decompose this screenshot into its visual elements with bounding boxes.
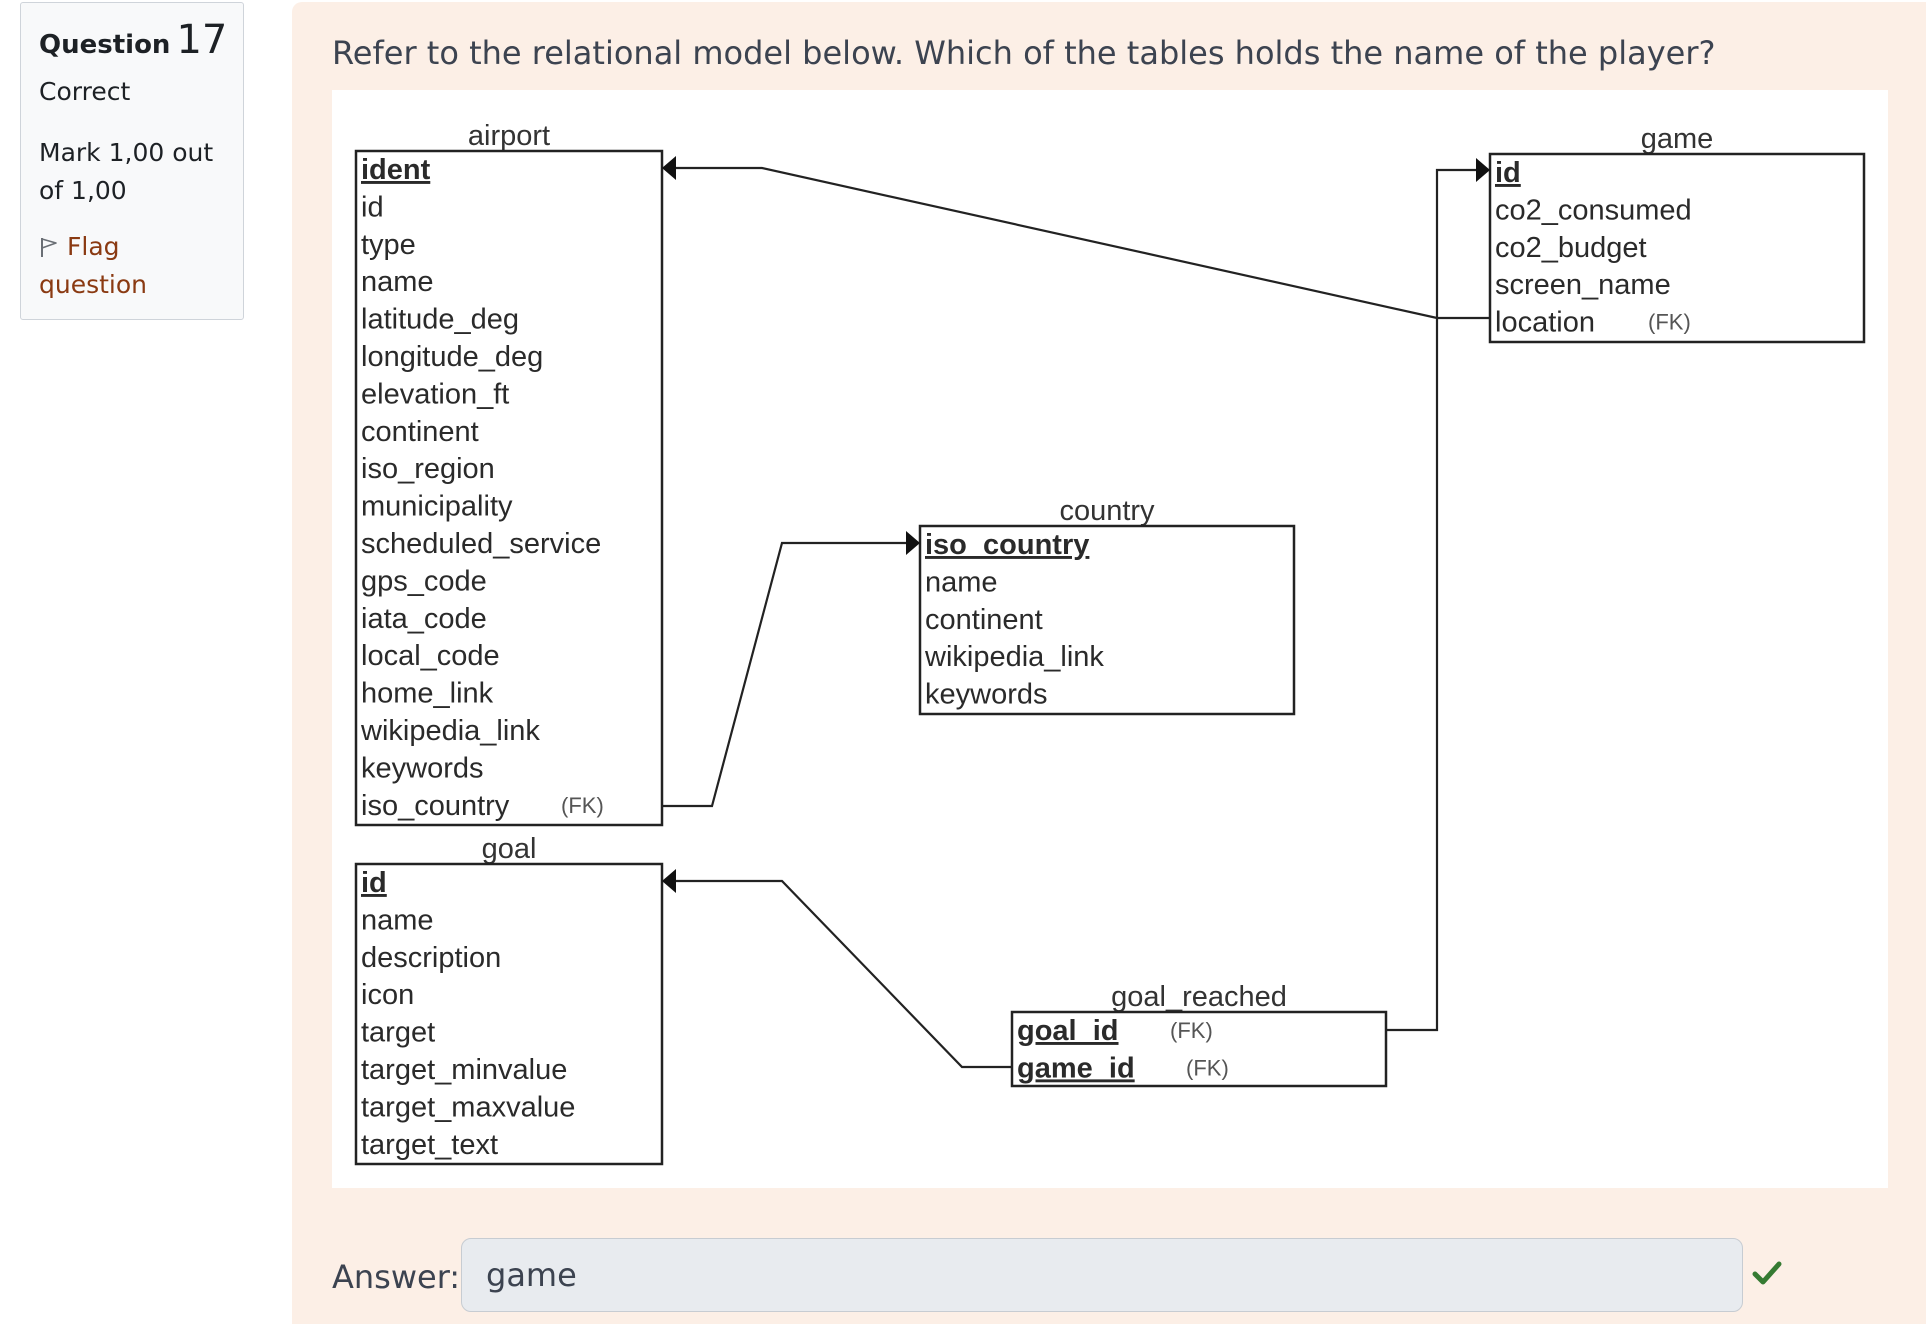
table-field: local_code <box>361 640 500 672</box>
table-field: name <box>925 566 998 598</box>
table-field: home_link <box>361 678 494 710</box>
table-field: co2_budget <box>1495 232 1647 264</box>
table-field: target_minvalue <box>361 1054 567 1086</box>
table-field: iso_region <box>361 453 495 485</box>
table-field: type <box>361 229 416 261</box>
arrowhead <box>906 531 920 555</box>
table-field: screen_name <box>1495 269 1671 301</box>
table-field: id <box>361 191 384 223</box>
table-field: gps_code <box>361 565 487 597</box>
table-field: continent <box>361 416 479 448</box>
flag-question-link[interactable]: Flag question <box>39 228 229 304</box>
table-field: longitude_deg <box>361 341 543 373</box>
rel-goal-reached-game <box>1386 158 1490 1032</box>
rel-goal-reached-goal <box>662 869 1012 1069</box>
table-field: id <box>1495 157 1521 189</box>
table-box <box>1488 152 1866 344</box>
rel-game-location-airport-ident <box>662 156 1490 320</box>
table-title: game <box>1641 123 1714 155</box>
question-grade: Mark 1,00 out of 1,00 <box>39 138 214 205</box>
fk-marker: (FK) <box>1170 1018 1213 1043</box>
table-field: wikipedia_link <box>924 641 1104 673</box>
table-game: game id co2_consumed co2_budget screen_namel… <box>1488 123 1866 344</box>
arrowhead <box>662 869 676 893</box>
table-field: target_maxvalue <box>361 1091 575 1123</box>
table-box <box>354 149 664 827</box>
table-title: airport <box>468 120 550 152</box>
rel-airport-country <box>662 531 920 808</box>
question-state: Correct <box>39 77 131 106</box>
table-field: continent <box>925 604 1043 636</box>
erd-svg: airport ident id type name latitude_deglongit… <box>354 120 1866 1166</box>
question-formulation: Refer to the relational model below. Whi… <box>292 2 1926 1324</box>
table-field: description <box>361 942 501 974</box>
table-field: name <box>361 266 434 298</box>
question-label: Question <box>39 30 171 60</box>
table-field: goal_id <box>1017 1015 1119 1047</box>
flag-icon <box>41 238 57 257</box>
table-field: iso_country <box>361 790 510 822</box>
table-field: wikipedia_link <box>360 715 540 747</box>
answer-label: Answer: <box>332 1258 461 1296</box>
table-box <box>918 524 1296 716</box>
table-field: co2_consumed <box>1495 194 1692 226</box>
fk-marker: (FK) <box>1186 1055 1229 1080</box>
table-field: game_id <box>1017 1052 1135 1084</box>
answer-input[interactable] <box>461 1238 1743 1312</box>
table-field: keywords <box>361 752 484 784</box>
table-field: scheduled_service <box>361 528 601 560</box>
question-text: Refer to the relational model below. Whi… <box>332 34 1716 72</box>
table-field: iata_code <box>361 603 487 635</box>
table-goal: goal id name description icon target target_mi… <box>354 833 664 1166</box>
table-field: target <box>361 1017 435 1049</box>
table-field: municipality <box>361 491 513 523</box>
answer-row: Answer: <box>332 1238 1892 1314</box>
check-icon <box>1752 1261 1782 1285</box>
table-field: target_text <box>361 1129 498 1161</box>
table-field: name <box>361 904 434 936</box>
table-title: goal <box>482 833 537 865</box>
arrowhead <box>662 156 676 180</box>
question-number-value: 17 <box>176 17 228 63</box>
fk-marker: (FK) <box>561 793 604 818</box>
table-title: country <box>1059 495 1155 527</box>
table-airport: airport ident id type name latitude_deglongit… <box>354 120 664 827</box>
table-field: ident <box>361 154 431 186</box>
table-field: latitude_deg <box>361 304 519 336</box>
table-field: icon <box>361 979 414 1011</box>
table-box <box>354 862 664 1166</box>
table-field: elevation_ft <box>361 378 509 410</box>
table-field: keywords <box>925 679 1048 711</box>
fk-marker: (FK) <box>1648 310 1691 335</box>
flag-question-label: Flag question <box>39 232 148 299</box>
table-field: id <box>361 867 387 899</box>
table-title: goal_reached <box>1111 981 1287 1013</box>
arrowhead <box>1476 158 1490 182</box>
table-field: location <box>1495 307 1595 339</box>
table-box <box>1010 1010 1388 1088</box>
table-field: iso_country <box>925 529 1089 561</box>
